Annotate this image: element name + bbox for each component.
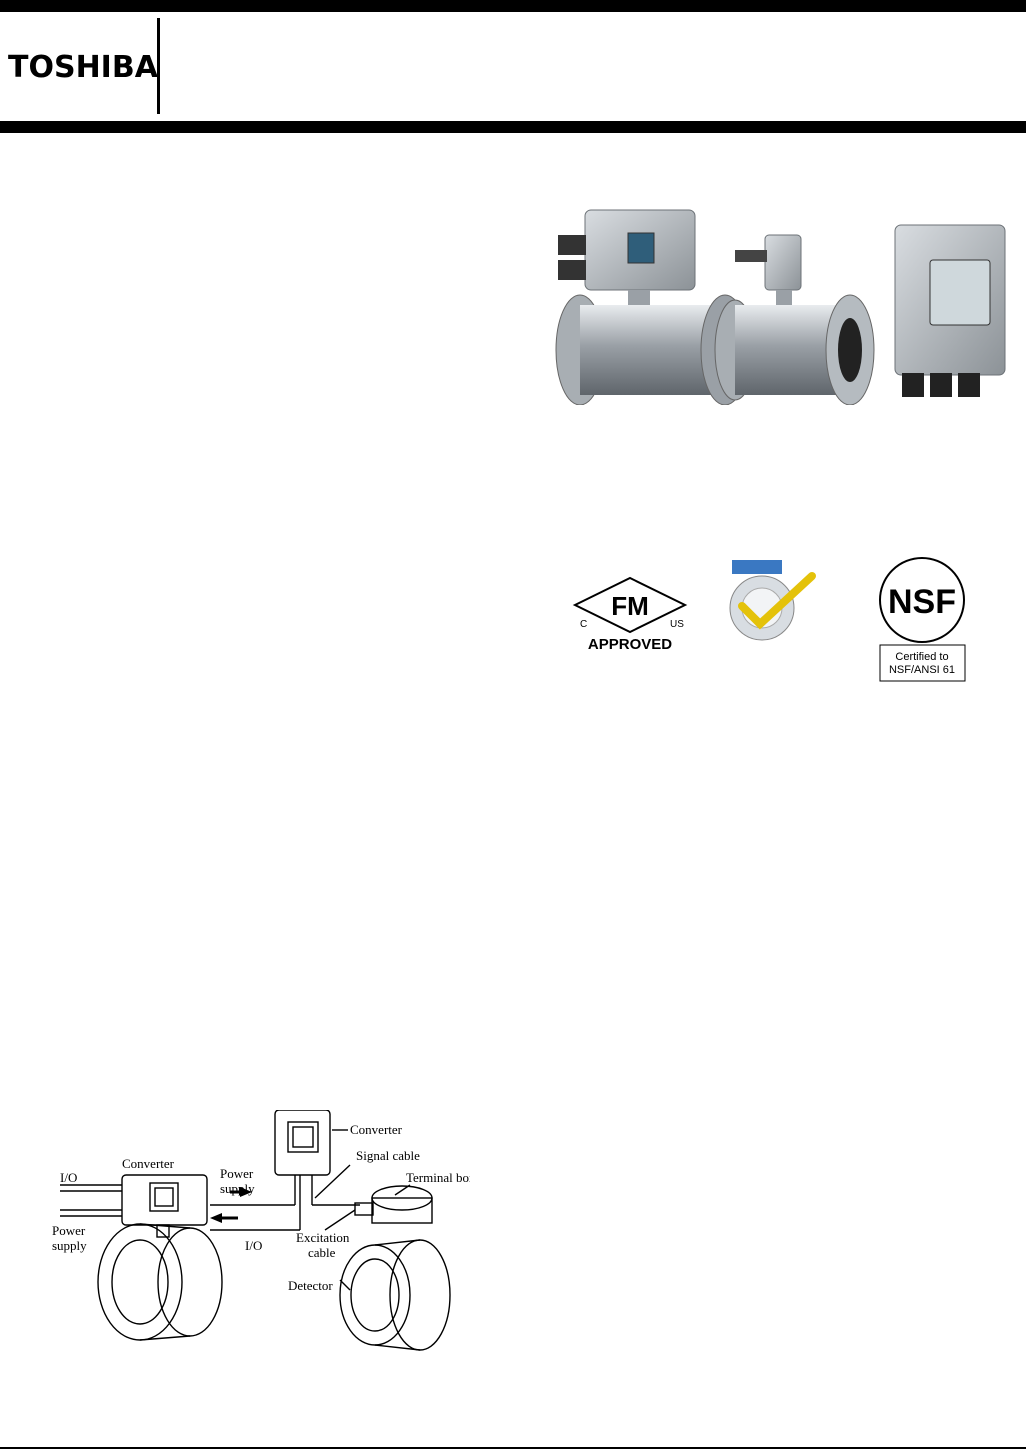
label-io-mid: I/O xyxy=(245,1238,262,1253)
meter-remote-detector xyxy=(714,234,875,405)
label-detector: Detector xyxy=(288,1278,333,1293)
nsf-line2: NSF/ANSI 61 xyxy=(889,664,955,676)
fm-mark: FM xyxy=(611,591,649,621)
fm-approved-logo: FM C US APPROVED xyxy=(572,576,688,653)
header-bottom-rule xyxy=(0,121,1026,133)
tested-seal-logo xyxy=(729,560,816,641)
fm-caption: APPROVED xyxy=(588,636,672,653)
header-separator xyxy=(157,18,160,114)
label-excitation-2: cable xyxy=(308,1245,336,1260)
footer-rule xyxy=(0,1447,1026,1449)
top-rule xyxy=(0,0,1026,12)
label-converter-right: Converter xyxy=(350,1122,403,1137)
fm-left: C xyxy=(580,619,587,630)
label-converter-left: Converter xyxy=(122,1156,175,1171)
label-excitation-1: Excitation xyxy=(296,1230,350,1245)
label-power-left-1: Power xyxy=(52,1223,86,1238)
label-io-left: I/O xyxy=(60,1170,77,1185)
nsf-mark: NSF xyxy=(888,583,956,621)
brand-logo: TOSHIBA xyxy=(8,50,158,85)
system-diagram: Converter I/O Power supply Power supply … xyxy=(52,1110,470,1351)
label-power-mid-2: supply xyxy=(220,1181,255,1196)
product-photo xyxy=(555,209,1006,405)
label-power-mid-1: Power xyxy=(220,1166,254,1181)
nsf-line1: Certified to xyxy=(895,651,948,663)
label-power-left-2: supply xyxy=(52,1238,87,1253)
label-signal-cable: Signal cable xyxy=(356,1148,420,1163)
label-terminal-box: Terminal box xyxy=(406,1170,470,1185)
nsf-logo: NSF Certified to NSF/ANSI 61 xyxy=(879,557,966,682)
fm-right: US xyxy=(670,619,684,630)
meter-remote-converter xyxy=(894,224,1006,397)
